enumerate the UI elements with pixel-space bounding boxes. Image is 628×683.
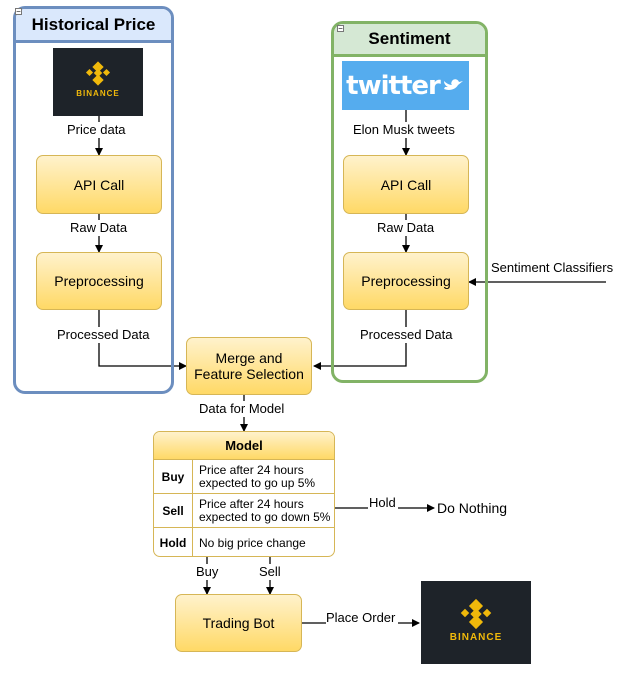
label-elon-musk-tweets: Elon Musk tweets — [353, 122, 455, 138]
binance-diamond-icon — [460, 598, 492, 630]
label-buy: Buy — [196, 564, 219, 580]
twitter-logo: twitter — [342, 61, 469, 110]
label-sentiment-classifiers: Sentiment Classifiers — [491, 260, 614, 276]
collapse-historical-icon[interactable]: − — [15, 7, 22, 16]
historical-price-header: Historical Price — [16, 9, 171, 43]
model-row-sell: Sell Price after 24 hours expected to go… — [154, 494, 334, 528]
api-call-box-right[interactable]: API Call — [343, 155, 469, 214]
preprocessing-box-right[interactable]: Preprocessing — [343, 252, 469, 310]
label-sell: Sell — [259, 564, 281, 580]
label-price-data: Price data — [67, 122, 126, 138]
label-processed-data-left: Processed Data — [57, 327, 150, 343]
model-row-buy: Buy Price after 24 hours expected to go … — [154, 460, 334, 494]
preprocessing-box-left[interactable]: Preprocessing — [36, 252, 162, 310]
historical-price-container: Historical Price — [13, 6, 174, 394]
label-processed-data-right: Processed Data — [360, 327, 453, 343]
binance-logo-bottom: BINANCE — [421, 581, 531, 664]
model-row-key: Hold — [154, 528, 193, 556]
api-call-box-left[interactable]: API Call — [36, 155, 162, 214]
sentiment-header: Sentiment — [334, 24, 485, 57]
label-raw-data-right: Raw Data — [377, 220, 435, 236]
binance-wordmark: BINANCE — [76, 89, 120, 98]
model-row-desc: Price after 24 hours expected to go down… — [199, 496, 331, 524]
label-place-order: Place Order — [326, 610, 396, 626]
merge-feature-selection-box[interactable]: Merge and Feature Selection — [186, 337, 312, 395]
binance-diamond-icon — [85, 61, 111, 86]
label-hold: Hold — [369, 495, 396, 511]
trading-bot-box[interactable]: Trading Bot — [175, 594, 302, 652]
binance-logo-top: BINANCE — [53, 48, 143, 116]
do-nothing-text: Do Nothing — [437, 500, 508, 516]
model-title: Model — [154, 432, 334, 460]
model-row-desc: Price after 24 hours expected to go up 5… — [199, 462, 316, 490]
collapse-sentiment-icon[interactable]: − — [337, 24, 344, 33]
twitter-wordmark: twitter — [346, 70, 441, 101]
model-row-desc: No big price change — [199, 536, 306, 550]
sentiment-title: Sentiment — [368, 29, 451, 48]
twitter-bird-icon — [443, 78, 463, 90]
model-table[interactable]: Model Buy Price after 24 hours expected … — [153, 431, 335, 557]
model-row-hold: Hold No big price change — [154, 528, 334, 556]
label-raw-data-left: Raw Data — [70, 220, 128, 236]
sentiment-container: Sentiment — [331, 21, 488, 383]
label-data-for-model: Data for Model — [199, 401, 285, 417]
historical-price-title: Historical Price — [31, 14, 156, 34]
model-row-key: Buy — [154, 460, 193, 493]
binance-wordmark: BINANCE — [449, 632, 503, 643]
model-row-key: Sell — [154, 494, 193, 527]
